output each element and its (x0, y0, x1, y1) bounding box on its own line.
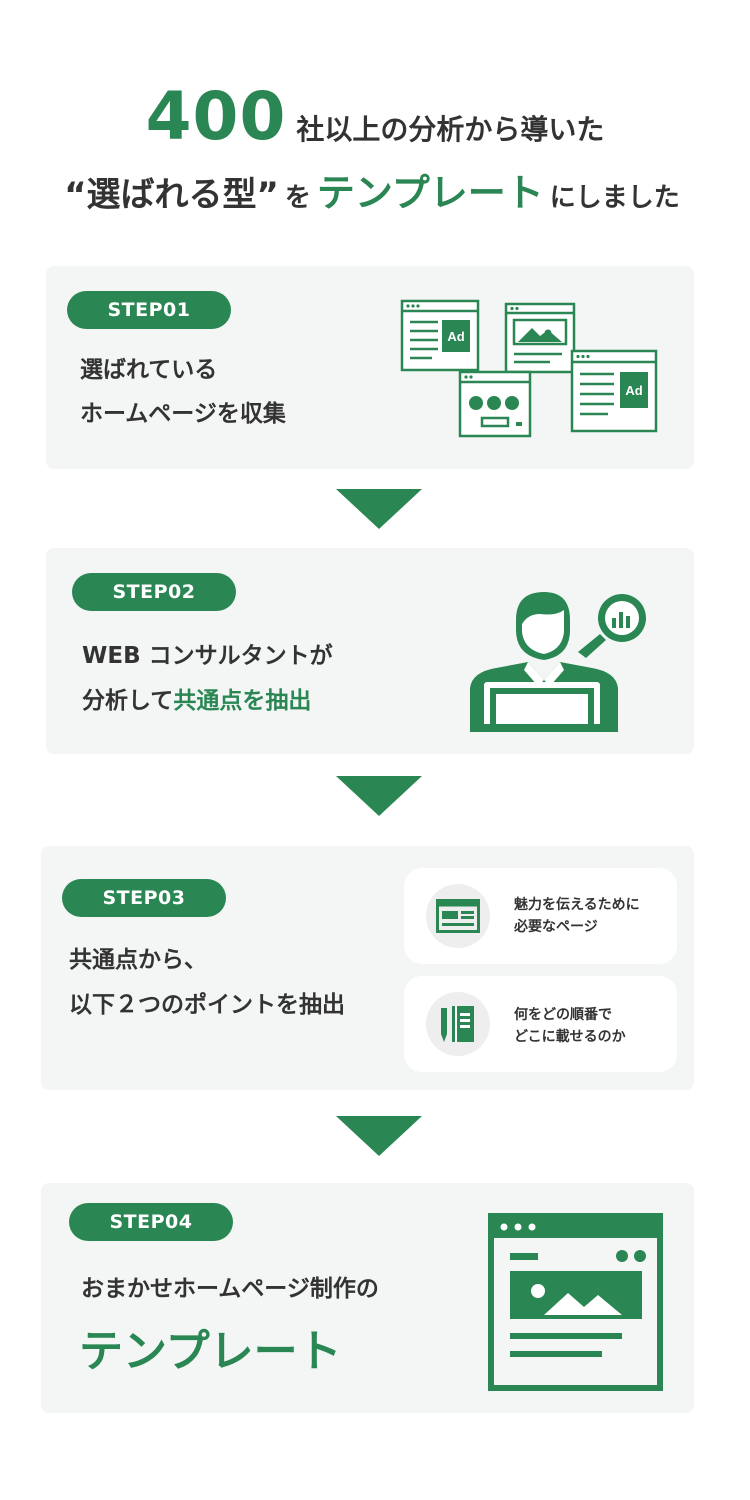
point-icon-circle-2 (426, 992, 490, 1056)
step-04-template-title: テンプレート (79, 1326, 342, 1377)
step-01-card: STEP01 選ばれている ホームページを収集 (46, 266, 694, 469)
point-card-1: 魅力を伝えるために 必要なページ (404, 868, 677, 964)
flow-arrow-2 (336, 776, 422, 816)
flow-arrow-1 (336, 489, 422, 529)
ad-label-2: Ad (625, 383, 642, 398)
headline-quote: “選ばれる型” (64, 175, 279, 215)
notebook-pen-icon (441, 1006, 474, 1042)
consultant-icon (470, 592, 646, 732)
headline-suffix: にしました (549, 183, 680, 213)
step-02-line-2-highlight: 共通点を抽出 (173, 688, 312, 714)
step-02-badge: STEP02 (72, 573, 236, 611)
webpage-icon (436, 899, 480, 933)
step-04-card: STEP04 おまかせホームページ制作の テンプレート (41, 1183, 694, 1413)
point-2-line-2: どこに載せるのか (514, 1029, 626, 1045)
step-01-line-2: ホームページを収集 (80, 401, 286, 427)
step-02-line-2: 分析して共通点を抽出 (82, 679, 311, 724)
step-02-card: STEP02 WEB コンサルタントが 分析して共通点を抽出 (46, 548, 694, 754)
step-04-line-1: おまかせホームページ制作の (81, 1276, 379, 1302)
step-03-card: STEP03 共通点から、 以下２つのポイントを抽出 魅力を伝えるために 必要な… (41, 846, 694, 1090)
ad-label-1: Ad (447, 329, 464, 344)
headline-number: 400 (145, 78, 287, 155)
headline-highlight: テンプレート (316, 171, 544, 215)
step-02-line-2-prefix: 分析して (82, 688, 174, 714)
step-03-line-1: 共通点から、 (69, 947, 207, 973)
headline-text-1: 社以上の分析から導いた (296, 113, 605, 146)
step-01-badge: STEP01 (67, 291, 231, 329)
point-2-line-1: 何をどの順番で (514, 1007, 612, 1023)
point-1-line-1: 魅力を伝えるために (514, 897, 640, 913)
step-03-badge: STEP03 (62, 879, 226, 917)
step-03-line-2: 以下２つのポイントを抽出 (69, 992, 345, 1018)
headline-line-2: “選ばれる型”をテンプレートにしました (0, 162, 750, 217)
step-01-line-1: 選ばれている (80, 357, 218, 383)
point-icon-circle-1 (426, 884, 490, 948)
step-02-line-1: WEB コンサルタントが (82, 643, 333, 669)
headline-connector: を (284, 183, 311, 213)
template-page-icon (488, 1213, 663, 1391)
browser-windows-icon: Ad Ad (400, 299, 658, 438)
step-04-badge: STEP04 (69, 1203, 233, 1241)
headline-line-1: 400 社以上の分析から導いた (0, 78, 750, 155)
flow-arrow-3 (336, 1116, 422, 1156)
point-1-line-2: 必要なページ (514, 919, 598, 935)
point-card-2: 何をどの順番で どこに載せるのか (404, 976, 677, 1072)
